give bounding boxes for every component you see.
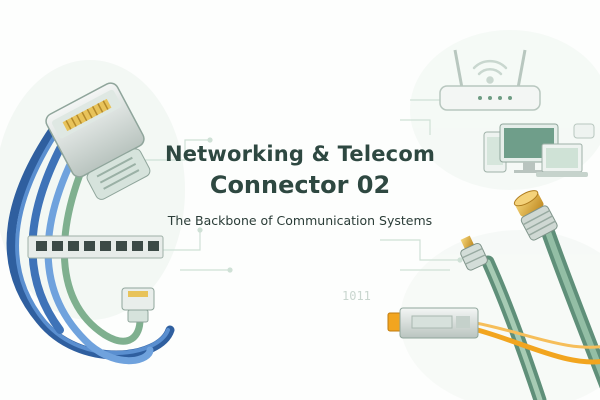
rj45-plug-small xyxy=(121,287,155,323)
laptop-icon xyxy=(536,143,588,177)
headline-line1: Networking & Telecom xyxy=(164,142,436,166)
coax-cables xyxy=(481,225,600,400)
rj45-plug-large xyxy=(45,82,151,200)
headline: Networking & Telecom Connector 02 The Ba… xyxy=(150,140,450,228)
patch-panel xyxy=(27,235,164,259)
binary-text: 1011 xyxy=(342,289,371,303)
headline-line2: Connector 02 xyxy=(209,171,391,199)
headline-subtitle: The Backbone of Communication Systems xyxy=(167,213,433,228)
rca-connector xyxy=(460,235,488,271)
coax-connector-gold xyxy=(513,190,558,241)
fiber-cable xyxy=(467,320,600,365)
router-icon xyxy=(439,49,541,111)
wifi-icon xyxy=(472,59,508,84)
ethernet-cables xyxy=(6,115,175,365)
chat-bubble-icon xyxy=(573,123,595,139)
sfp-module xyxy=(387,307,479,339)
